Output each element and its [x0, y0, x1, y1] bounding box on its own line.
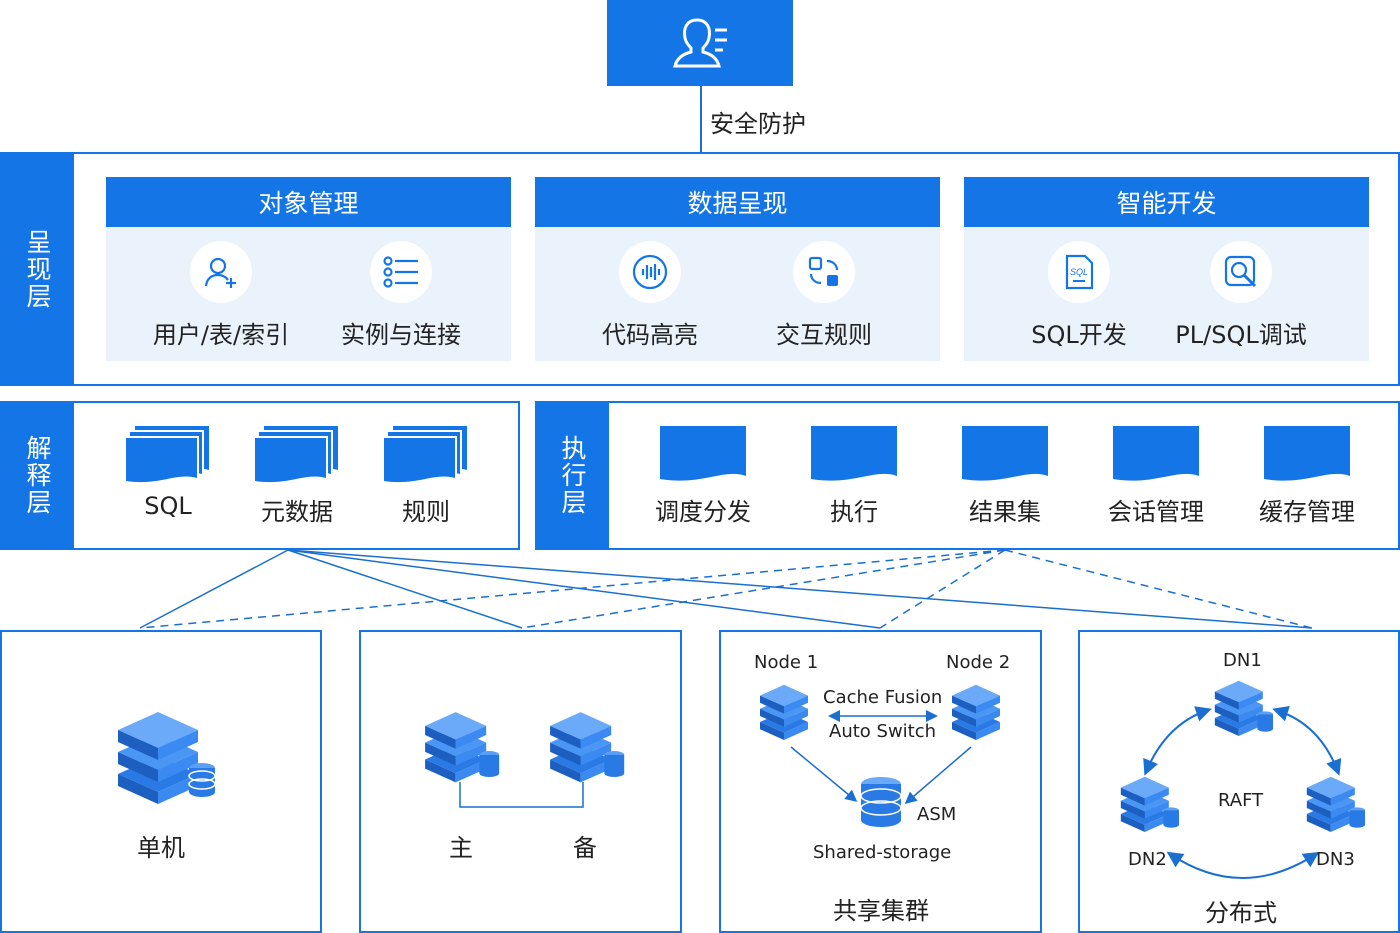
parsing-layer-tab: 解释层: [0, 401, 74, 550]
parse-item-sql: SQL: [108, 424, 228, 520]
asm-label: ASM: [917, 804, 957, 825]
connector-solid: [287, 549, 523, 629]
panel-title: 数据呈现: [535, 177, 940, 227]
connector-dashed: [521, 549, 1006, 629]
doc-icon: [660, 426, 746, 481]
stacked-doc-icon: [126, 426, 209, 483]
feature-instance-connection[interactable]: 实例与连接: [326, 241, 476, 350]
server-db-icon: [550, 712, 625, 783]
deploy-label: 分布式: [1205, 899, 1277, 927]
primary-label: 主: [449, 834, 473, 862]
server-icon: [952, 684, 1000, 740]
execution-layer-tab: 执行层: [535, 401, 609, 550]
parse-item-rules: 规则: [366, 424, 486, 527]
panel-title: 智能开发: [964, 177, 1369, 227]
raft-label: RAFT: [1218, 790, 1264, 811]
feature-label: 实例与连接: [341, 321, 461, 349]
svg-text:SQL: SQL: [1070, 267, 1088, 277]
deploy-standalone: 单机: [0, 630, 322, 933]
cache-fusion-label: Cache Fusion: [823, 687, 943, 708]
feature-user-table-index[interactable]: 用户/表/索引: [146, 241, 296, 350]
stacked-doc-icon: [255, 426, 338, 483]
connector-dashed: [1004, 549, 1313, 629]
feature-label: 交互规则: [776, 321, 872, 349]
database-icon: [860, 777, 902, 827]
parse-item-metadata: 元数据: [237, 424, 357, 527]
sql-file-icon: SQL: [1048, 241, 1110, 303]
server-db-icon: [1306, 776, 1365, 832]
exec-item-label: 结果集: [969, 498, 1041, 526]
dn1-label: DN1: [1223, 650, 1262, 671]
deploy-primary-standby: 主 备: [359, 630, 682, 933]
feature-label: PL/SQL调试: [1175, 321, 1307, 349]
feature-interaction-rules[interactable]: 交互规则: [749, 241, 899, 350]
connector-dashed: [879, 549, 1006, 629]
feature-label: 代码高亮: [602, 321, 698, 349]
shared-storage-label: Shared-storage: [813, 842, 952, 863]
parse-item-label: SQL: [144, 492, 192, 520]
deploy-shared-cluster: Node 1 Node 2 Cache Fusion Auto Switch A…: [719, 630, 1042, 933]
feature-label: 用户/表/索引: [152, 321, 290, 349]
stacked-doc-icon: [384, 426, 467, 483]
dn3-label: DN3: [1316, 849, 1355, 870]
exec-item-execute: 执行: [794, 424, 914, 527]
connector-solid: [287, 549, 1313, 629]
parse-item-label: 规则: [402, 498, 450, 526]
user-add-icon: [190, 241, 252, 303]
dn2-label: DN2: [1128, 849, 1167, 870]
node1-label: Node 1: [754, 652, 819, 673]
replication-link: [459, 782, 584, 808]
exec-item-dispatch: 调度分发: [643, 424, 763, 527]
connector-solid: [287, 549, 881, 629]
list-settings-icon: [370, 241, 432, 303]
exec-item-label: 会话管理: [1108, 498, 1204, 526]
exec-item-session: 会话管理: [1096, 424, 1216, 527]
parse-item-label: 元数据: [261, 498, 333, 526]
feature-code-highlight[interactable]: 代码高亮: [575, 241, 725, 350]
user-icon: [673, 18, 727, 68]
server-icon: [760, 684, 808, 740]
doc-icon: [811, 426, 897, 481]
panel-title: 对象管理: [106, 177, 511, 227]
feature-sql-dev[interactable]: SQL SQL开发: [1004, 241, 1154, 350]
doc-icon: [1113, 426, 1199, 481]
doc-icon: [962, 426, 1048, 481]
server-db-icon: [118, 712, 216, 804]
doc-icon: [1264, 426, 1350, 481]
user-box: [607, 0, 793, 86]
exec-item-label: 调度分发: [655, 498, 751, 526]
raft-links: [1143, 706, 1342, 879]
exec-item-resultset: 结果集: [945, 424, 1065, 527]
server-db-icon: [1214, 680, 1273, 736]
exec-item-label: 缓存管理: [1259, 498, 1355, 526]
feature-plsql-debug[interactable]: PL/SQL调试: [1166, 241, 1316, 350]
panel-object-management: 对象管理 用户/表/索引 实例与连接: [106, 177, 511, 361]
server-db-icon: [1120, 776, 1179, 832]
sync-rules-icon: [793, 241, 855, 303]
security-connector: [700, 86, 702, 153]
server-db-icon: [425, 712, 500, 783]
connector-dashed: [139, 549, 1006, 629]
exec-item-label: 执行: [830, 498, 878, 526]
presentation-layer-tab: 呈现层: [0, 152, 74, 386]
security-label: 安全防护: [710, 110, 806, 138]
deploy-distributed: DN1 RAFT DN2 DN3 分布式: [1078, 630, 1400, 933]
node2-label: Node 2: [946, 652, 1011, 673]
panel-smart-development: 智能开发 SQL SQL开发 PL/SQL调试: [964, 177, 1369, 361]
panel-data-presentation: 数据呈现 代码高亮 交互规则: [535, 177, 940, 361]
connector-solid: [139, 549, 289, 629]
waveform-icon: [619, 241, 681, 303]
deploy-label: 共享集群: [833, 897, 929, 925]
feature-label: SQL开发: [1031, 321, 1127, 349]
deploy-label: 单机: [137, 834, 185, 862]
exec-item-cache: 缓存管理: [1247, 424, 1367, 527]
auto-switch-label: Auto Switch: [829, 721, 937, 742]
standby-label: 备: [573, 834, 597, 862]
cluster-links: [790, 710, 972, 804]
search-debug-icon: [1210, 241, 1272, 303]
